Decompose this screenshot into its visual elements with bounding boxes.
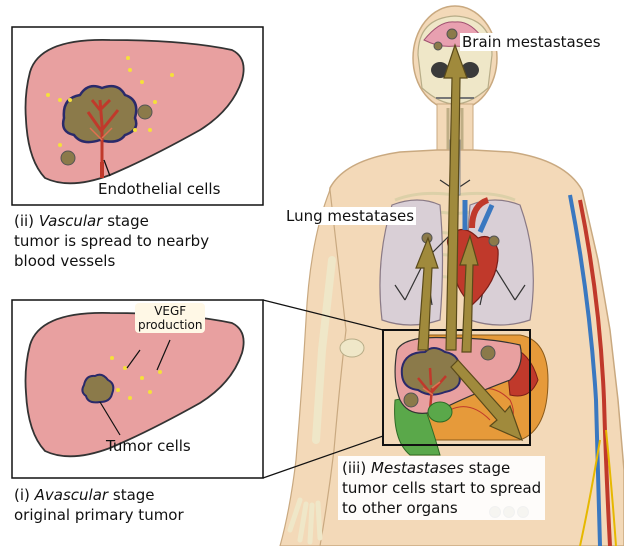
avascular-desc-1: original primary tumor xyxy=(14,505,184,525)
vegf-line2: production xyxy=(138,318,202,332)
metastases-caption: (iii) Mestastases stage tumor cells star… xyxy=(338,456,545,520)
vascular-caption: (ii) Vascular stage tumor is spread to n… xyxy=(14,211,209,271)
avascular-stage-title: (i) Avascular stage xyxy=(14,485,184,505)
vegf-production-label: VEGF production xyxy=(135,303,205,333)
lung-metastases-label: Lung mestatases xyxy=(284,207,416,225)
vascular-stage-title: (ii) Vascular stage xyxy=(14,211,209,231)
avascular-caption: (i) Avascular stage original primary tum… xyxy=(14,485,184,525)
endothelial-cells-label: Endothelial cells xyxy=(96,180,222,198)
metastases-desc-1: tumor cells start to spread xyxy=(342,478,541,498)
vascular-desc-2: blood vessels xyxy=(14,251,209,271)
vegf-line1: VEGF xyxy=(138,304,202,318)
metastases-desc-2: to other organs xyxy=(342,498,541,518)
tumor-cells-label: Tumor cells xyxy=(104,437,193,455)
metastases-stage-title: (iii) Mestastases stage xyxy=(342,458,541,478)
vascular-desc-1: tumor is spread to nearby xyxy=(14,231,209,251)
brain-metastases-label: Brain mestastases xyxy=(460,33,603,51)
